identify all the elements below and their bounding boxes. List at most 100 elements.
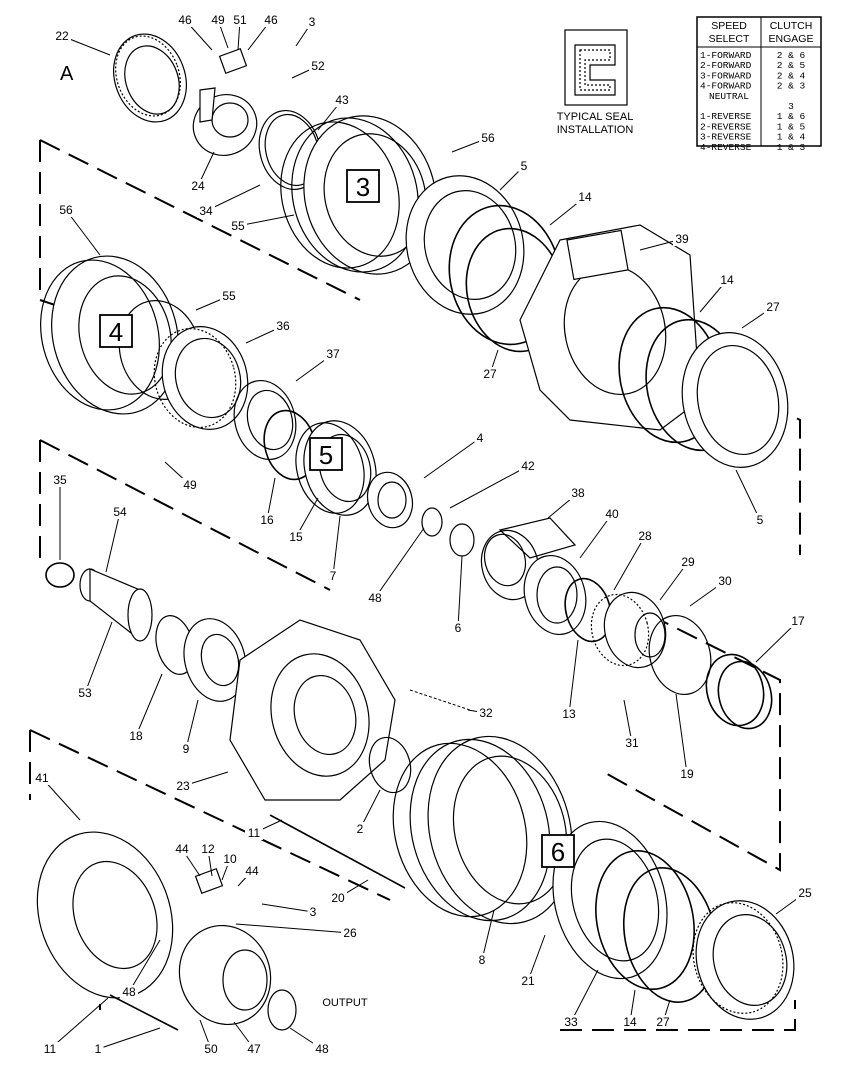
svg-text:CLUTCH: CLUTCH (770, 20, 813, 32)
ring-35 (45, 562, 75, 588)
callout-c38: 38 (571, 486, 585, 500)
clutch-pack-6 (392, 735, 573, 925)
callout-c19: 19 (680, 767, 694, 781)
callout-c56b: 56 (59, 203, 73, 217)
callout-leader (65, 209, 101, 256)
callout-c47: 47 (247, 1042, 261, 1056)
callout-c30: 30 (718, 574, 732, 588)
callout-c3a: 3 (309, 15, 316, 29)
table-row-clutch: 2 & 3 (777, 81, 806, 92)
callout-c34: 34 (199, 204, 213, 218)
spring-38 (480, 517, 577, 601)
callout-leader (261, 903, 314, 913)
shaft-53-54 (79, 568, 153, 642)
callout-c5a: 5 (521, 159, 528, 173)
callout-c50: 50 (204, 1042, 218, 1056)
ring-gear-25 (692, 900, 795, 1020)
table-row-speed: 2-REVERSE (700, 121, 752, 132)
callout-leader (613, 535, 646, 591)
table-row-clutch: 3 (788, 101, 794, 112)
callout-c7: 7 (330, 569, 337, 583)
table-row-speed: 3-FORWARD (700, 70, 752, 81)
callout-c4: 4 (477, 431, 484, 445)
callout-leader (128, 939, 161, 993)
callout-leader (97, 1027, 161, 1050)
callout-leader (675, 693, 688, 775)
callout-c37: 37 (326, 347, 340, 361)
svg-text:3: 3 (356, 172, 370, 202)
callout-c39: 39 (675, 232, 689, 246)
callout-c44b: 44 (245, 864, 259, 878)
rod-20 (269, 814, 406, 889)
callout-c20: 20 (331, 891, 345, 905)
table-row-clutch: 2 & 4 (777, 70, 806, 81)
clutch-box-6: 6 (541, 834, 575, 868)
callout-c29: 29 (681, 555, 695, 569)
callout-c27a: 27 (483, 367, 497, 381)
table-row-speed: 4-FORWARD (700, 81, 752, 92)
callout-c27c: 27 (656, 1015, 670, 1029)
seal-13 (564, 577, 612, 643)
callout-leader (570, 969, 599, 1023)
callout-c48a: 48 (368, 591, 382, 605)
ring-gear-22 (113, 33, 187, 123)
callout-c41: 41 (35, 771, 49, 785)
callout-leader (235, 923, 351, 934)
callout-leader (568, 639, 579, 715)
callout-leader (49, 997, 109, 1050)
callout-leader (735, 469, 761, 521)
carrier-24 (192, 48, 258, 156)
table-row-clutch: 1 & 3 (777, 142, 806, 153)
output-label: OUTPUT (322, 997, 368, 1009)
callout-c44a: 44 (175, 842, 189, 856)
callout-c11a: 11 (248, 826, 261, 840)
table-row-clutch: 1 & 5 (777, 121, 806, 132)
callout-c55a: 55 (231, 219, 245, 233)
callout-c23: 23 (176, 779, 190, 793)
callout-c40: 40 (605, 507, 619, 521)
callout-c14c: 14 (623, 1015, 637, 1029)
callout-c26: 26 (343, 926, 357, 940)
callout-c22: 22 (55, 29, 69, 43)
callout-c13: 13 (562, 707, 576, 721)
callout-c27b: 27 (766, 300, 780, 314)
piston-40 (523, 554, 587, 636)
table-row-speed: 2-FORWARD (700, 60, 752, 71)
callout-c32: 32 (479, 706, 493, 720)
callout-c21: 21 (521, 974, 535, 988)
ring-48-output (267, 989, 297, 1031)
callout-leader (623, 699, 633, 744)
callout-c48c: 48 (315, 1042, 329, 1056)
callout-leader (135, 673, 163, 737)
callout-leader (579, 513, 613, 559)
seal-caption-line-1: TYPICAL SEAL (557, 111, 634, 123)
svg-text:4: 4 (109, 317, 123, 347)
callout-c42: 42 (521, 459, 535, 473)
callout-c49b: 49 (183, 478, 197, 492)
callout-leader (237, 214, 295, 227)
callout-c43: 43 (335, 93, 349, 107)
callout-c25: 25 (798, 886, 812, 900)
housing-39 (519, 224, 701, 431)
clutch-box-5: 5 (309, 437, 343, 471)
table-row-speed: 1-REVERSE (700, 111, 752, 122)
gear-36 (153, 326, 249, 430)
callout-c15: 15 (289, 530, 303, 544)
clutch-box-4: 4 (99, 314, 133, 348)
piston-5 (405, 175, 525, 315)
housing-23 (229, 619, 396, 801)
callout-c56a: 56 (481, 131, 495, 145)
callout-leader (481, 909, 495, 961)
callout-c18: 18 (129, 729, 143, 743)
svg-text:6: 6 (551, 837, 565, 867)
cover-41 (36, 831, 174, 999)
callout-c11b: 11 (44, 1042, 57, 1056)
seals-17 (705, 653, 773, 730)
callout-c35: 35 (53, 473, 67, 487)
callout-c3b: 3 (310, 905, 317, 919)
table-row-speed: 1-FORWARD (700, 50, 752, 61)
callout-c48b: 48 (122, 985, 136, 999)
table-row-clutch: 2 & 6 (777, 50, 806, 61)
